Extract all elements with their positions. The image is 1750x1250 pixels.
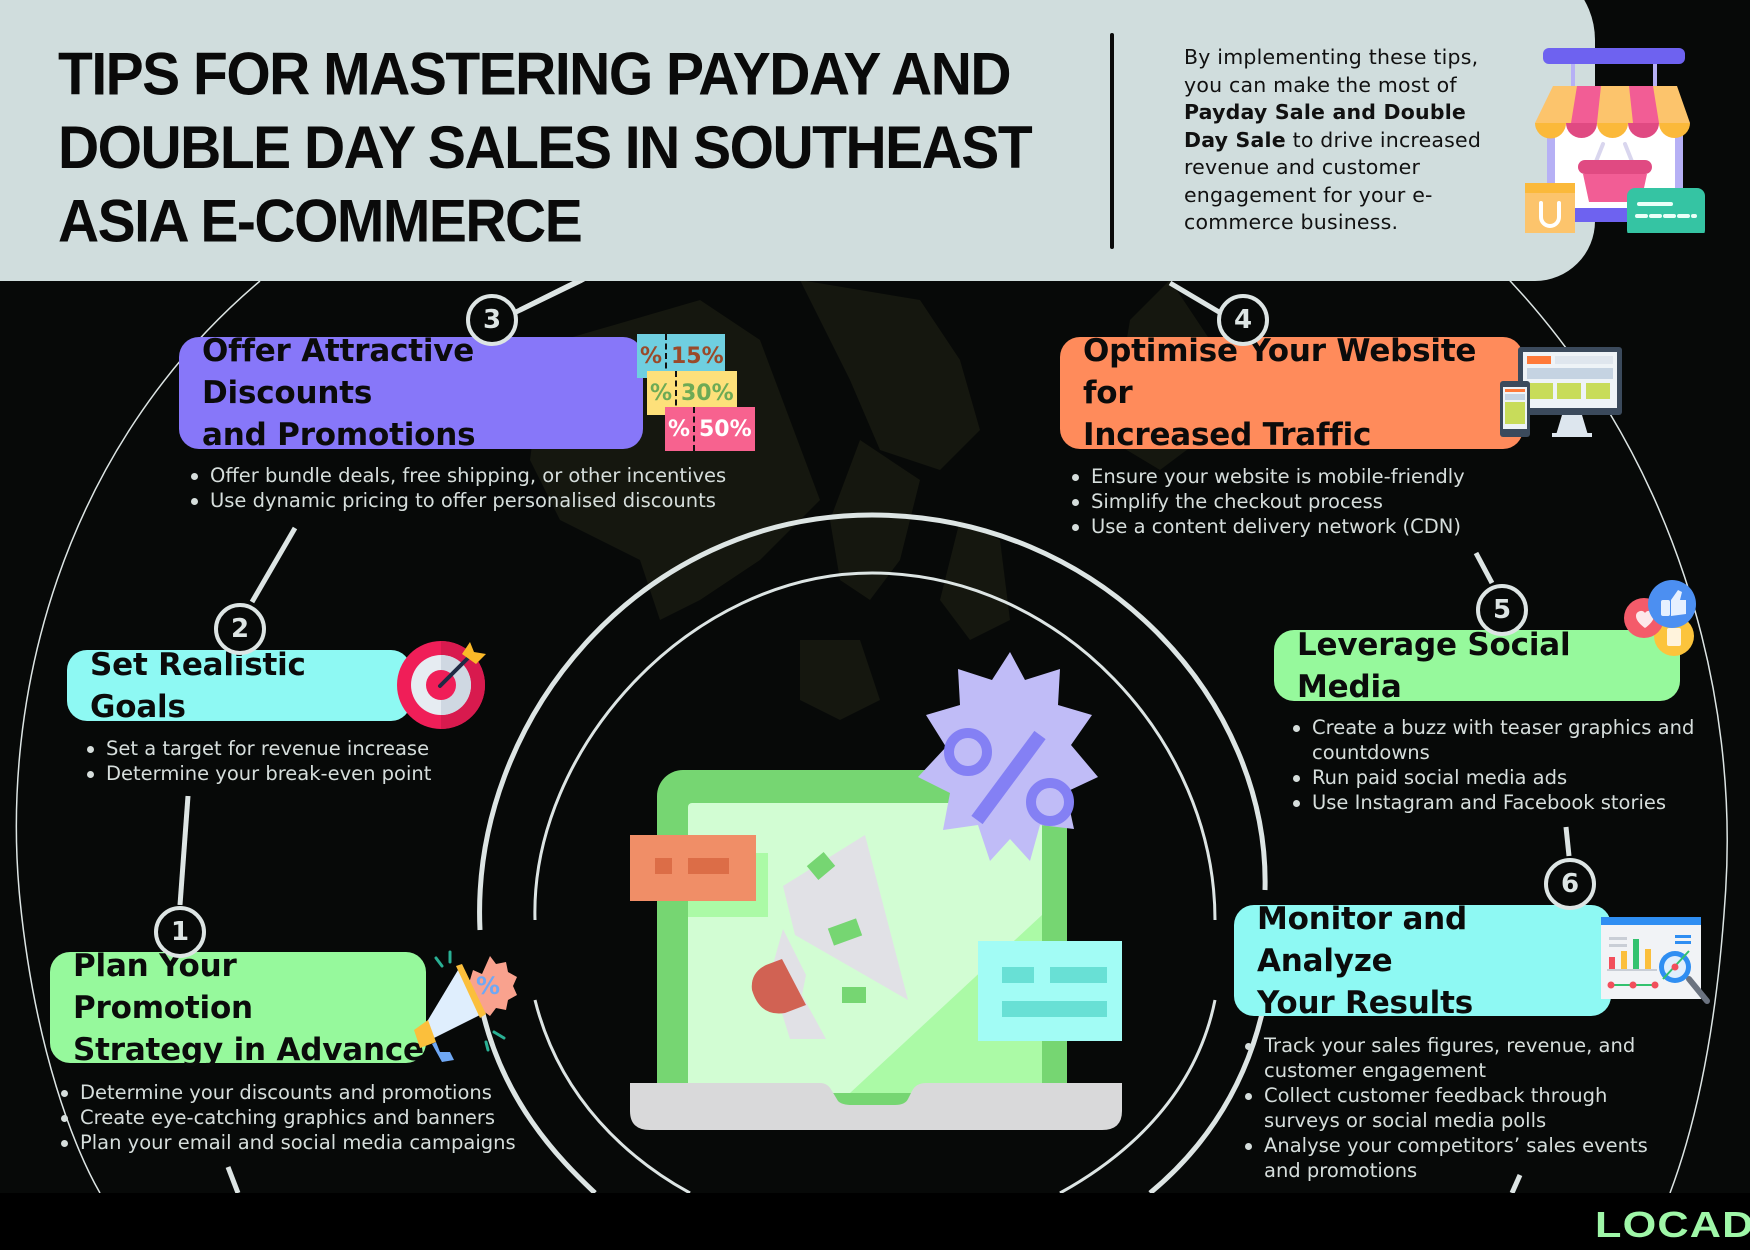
bullet-item: Ensure your website is mobile-friendly <box>1069 464 1489 489</box>
tip-1-bullets: Determine your discounts and promotions … <box>58 1080 558 1155</box>
megaphone-discount-icon: % <box>414 950 517 1062</box>
social-reactions-icon <box>1624 580 1696 656</box>
bullet-item: Determine your break-even point <box>84 761 504 786</box>
tip-card-6: Monitor and Analyze Your Results <box>1234 901 1611 1021</box>
tag-value: 15% <box>671 343 724 369</box>
title-line-3: ASIA E-COMMERCE <box>58 188 583 256</box>
bullet-item: Use dynamic pricing to offer personalise… <box>188 488 778 513</box>
bullet-item: Simplify the checkout process <box>1069 489 1489 514</box>
online-shop-icon <box>1525 48 1705 233</box>
discount-tag-15: % 15% <box>637 334 725 378</box>
tip-5-title: Leverage Social Media <box>1297 626 1571 705</box>
tip-card-4: Optimise Your Website for Increased Traf… <box>1060 333 1523 453</box>
svg-text:%: % <box>476 972 500 1000</box>
tip-3-bullets: Offer bundle deals, free shipping, or ot… <box>188 463 778 513</box>
tip-card-2: Set Realistic Goals <box>67 647 411 725</box>
intro-text-1: By implementing these tips, you can make… <box>1184 45 1479 97</box>
tip-2-title: Set Realistic Goals <box>90 646 306 725</box>
tag-percent-symbol: % <box>649 380 673 406</box>
step-number-1: 1 <box>154 906 206 958</box>
tip-4-title-line-2: Increased Traffic <box>1083 417 1372 453</box>
header-divider <box>1110 33 1114 249</box>
intro-text-2: to drive increased revenue and customer … <box>1184 127 1482 235</box>
tip-2-bullets: Set a target for revenue increase Determ… <box>84 736 504 786</box>
tip-4-title-line-1: Optimise Your Website for <box>1083 333 1477 411</box>
discount-tags-icon: % 15% % 30% % 50% <box>637 334 757 452</box>
locad-logo: LOCAD <box>1595 1204 1750 1245</box>
bullet-item: Plan your email and social media campaig… <box>58 1130 558 1155</box>
bullet-item: Track your sales figures, revenue, and c… <box>1242 1033 1662 1083</box>
target-icon <box>397 641 486 729</box>
step-number-3: 3 <box>466 294 518 346</box>
tip-3-title-line-1: Offer Attractive Discounts <box>202 333 475 411</box>
responsive-website-icon <box>1500 347 1622 437</box>
analytics-icon <box>1601 917 1710 1004</box>
step-number-4: 4 <box>1217 294 1269 346</box>
bullet-item: Use a content delivery network (CDN) <box>1069 514 1489 539</box>
footer-bar <box>0 1193 1750 1250</box>
tip-card-1: Plan Your Promotion Strategy in Advance <box>50 948 426 1068</box>
bullet-item: Run paid social media ads <box>1290 765 1710 790</box>
bullet-item: Analyse your competitors’ sales events a… <box>1242 1133 1662 1183</box>
step-number-5: 5 <box>1476 584 1528 636</box>
bullet-item: Use Instagram and Facebook stories <box>1290 790 1710 815</box>
tip-3-title-line-2: and Promotions <box>202 417 476 453</box>
bullet-item: Set a target for revenue increase <box>84 736 504 761</box>
title-line-1: TIPS FOR MASTERING PAYDAY AND <box>58 41 1012 109</box>
tip-5-bullets: Create a buzz with teaser graphics and c… <box>1290 715 1710 815</box>
tag-value: 30% <box>681 380 734 406</box>
step-number-2: 2 <box>214 603 266 655</box>
intro-bold-text: Payday Sale and Double Day Sale <box>1184 100 1467 152</box>
tip-6-title-line-1: Monitor and Analyze <box>1257 900 1468 979</box>
bullet-item: Collect customer feedback through survey… <box>1242 1083 1662 1133</box>
laptop-promotion-icon <box>630 652 1122 1130</box>
tip-1-title-line-2: Strategy in Advance <box>73 1031 424 1068</box>
page-title: TIPS FOR MASTERING PAYDAY AND DOUBLE DAY… <box>58 38 1048 259</box>
title-line-2: DOUBLE DAY SALES IN SOUTHEAST <box>58 114 1033 182</box>
tip-6-bullets: Track your sales figures, revenue, and c… <box>1242 1033 1662 1183</box>
step-number-6: 6 <box>1544 858 1596 910</box>
discount-tag-50: % 50% <box>665 407 755 451</box>
bullet-item: Offer bundle deals, free shipping, or ot… <box>188 463 778 488</box>
tag-percent-symbol: % <box>639 343 663 369</box>
bullet-item: Create eye-catching graphics and banners <box>58 1105 558 1130</box>
tag-value: 50% <box>699 416 752 442</box>
tip-6-title-line-2: Your Results <box>1257 984 1473 1021</box>
tag-percent-symbol: % <box>667 416 691 442</box>
infographic-canvas: TIPS FOR MASTERING PAYDAY AND DOUBLE DAY… <box>0 0 1728 1193</box>
tip-card-5: Leverage Social Media <box>1274 627 1680 705</box>
tip-1-title-line-1: Plan Your Promotion <box>73 947 253 1026</box>
tip-4-bullets: Ensure your website is mobile-friendly S… <box>1069 464 1489 539</box>
tip-card-3: Offer Attractive Discounts and Promotion… <box>179 333 643 453</box>
header-panel <box>0 0 1595 281</box>
bullet-item: Create a buzz with teaser graphics and c… <box>1290 715 1710 765</box>
intro-paragraph: By implementing these tips, you can make… <box>1184 44 1504 237</box>
bullet-item: Determine your discounts and promotions <box>58 1080 558 1105</box>
